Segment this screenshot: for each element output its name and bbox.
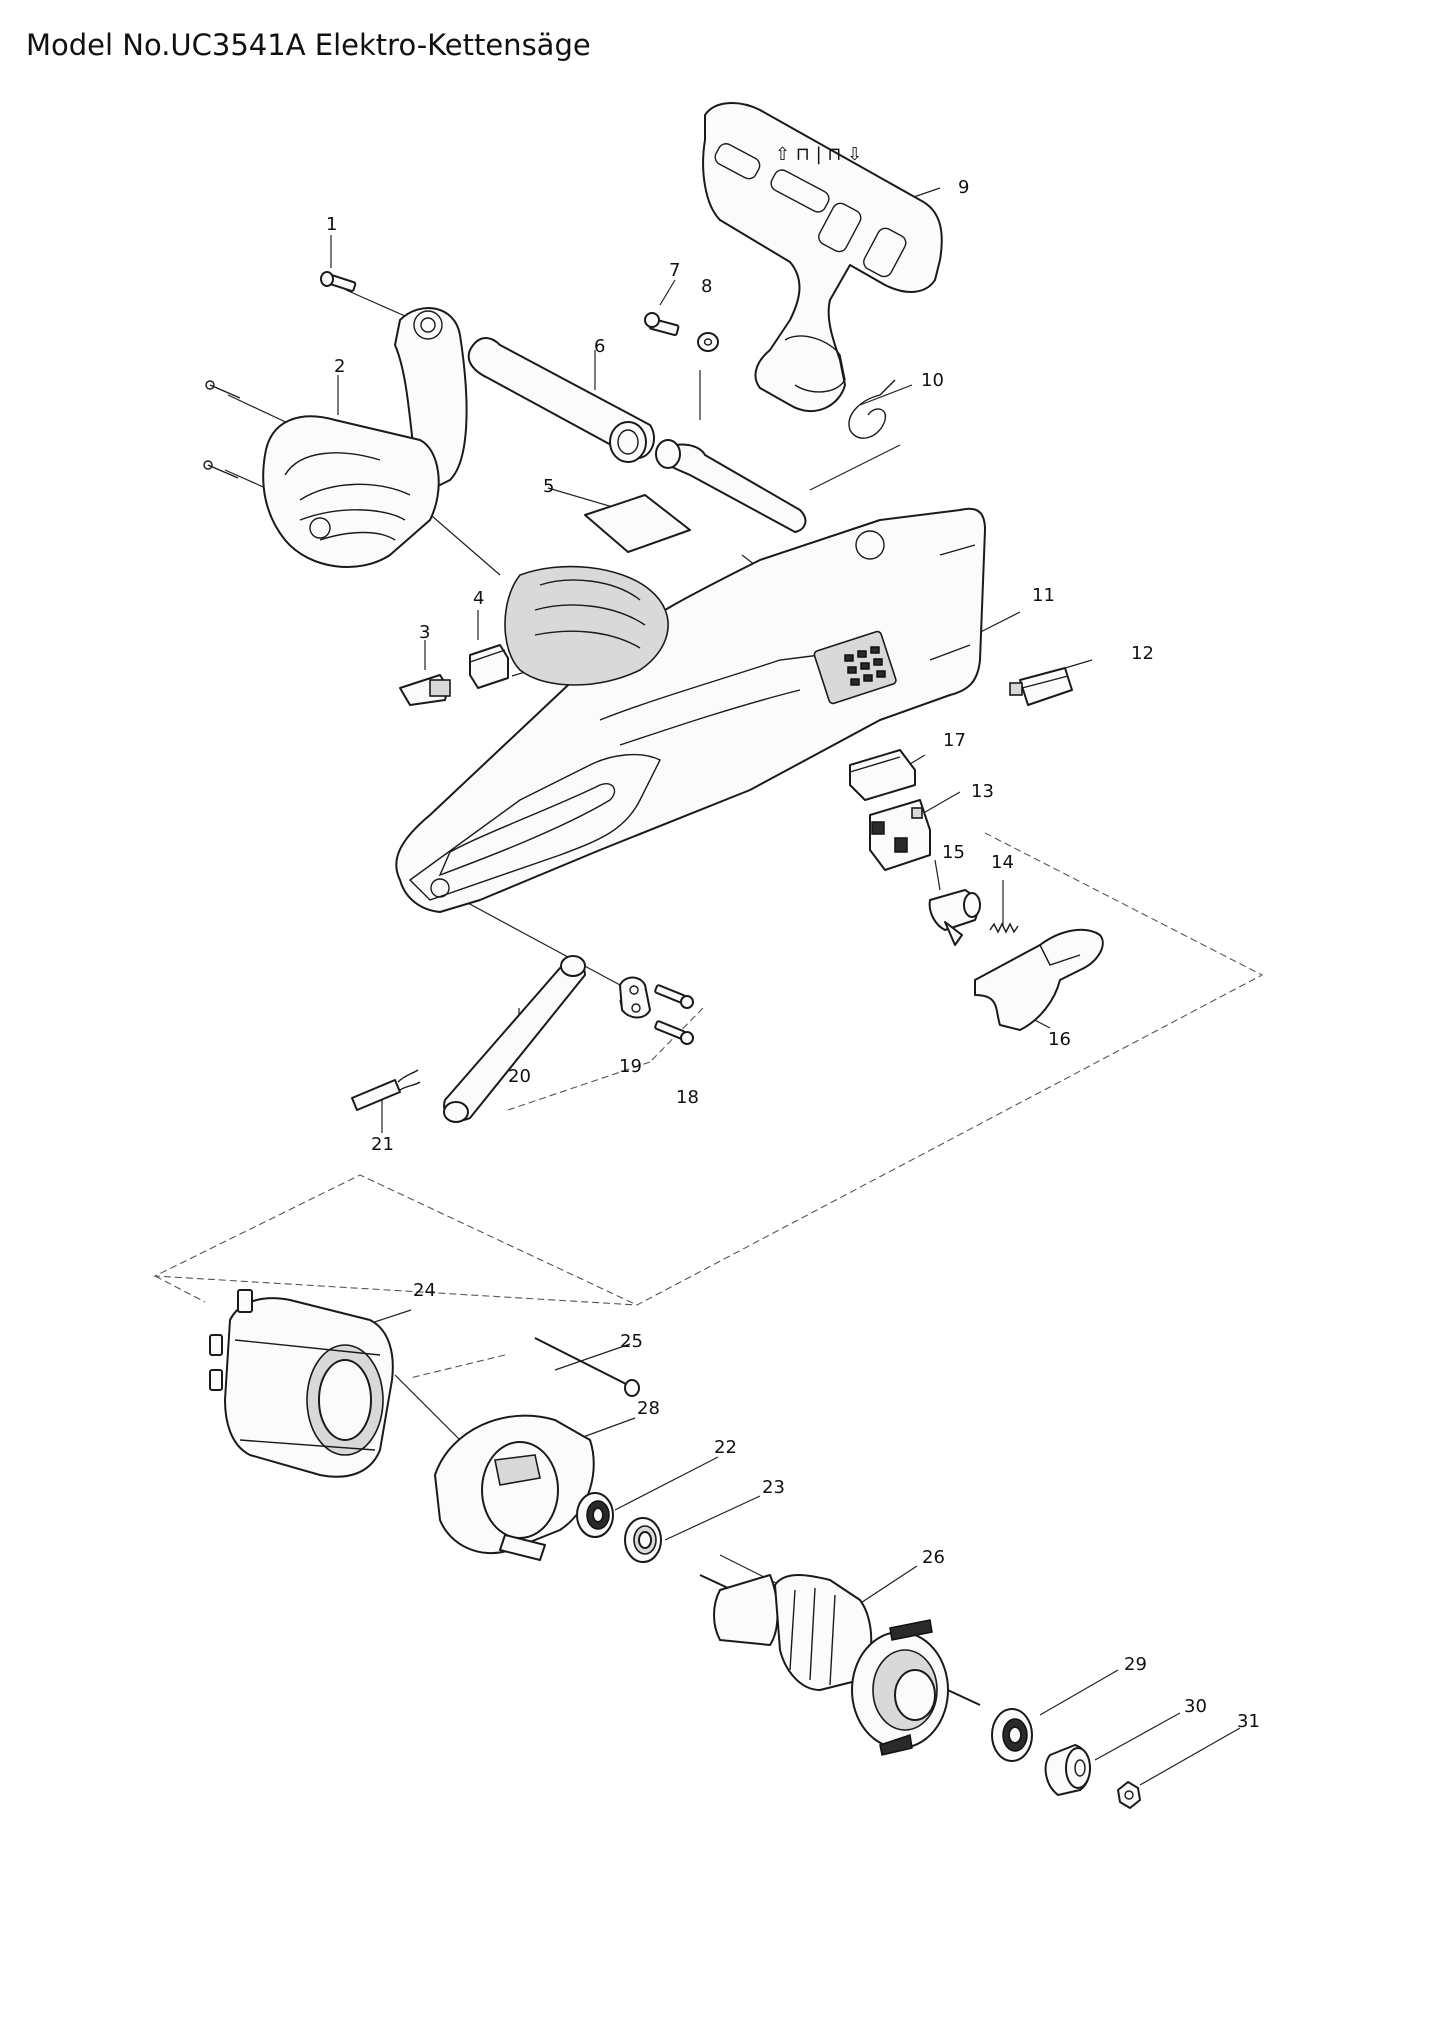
part-15-lock-button (928, 889, 981, 946)
part-number-label: 12 (1131, 643, 1154, 664)
part-number-label: 13 (971, 781, 994, 802)
part-number-label: 7 (669, 260, 680, 281)
part-7-screw (644, 312, 680, 337)
part-number-label: 6 (594, 336, 605, 357)
part-number-label: 23 (762, 1477, 785, 1498)
part-number-label: 25 (620, 1331, 643, 1352)
part-26-armature (699, 1574, 981, 1756)
part-29-ball-bearing (991, 1708, 1033, 1762)
part-11-housing (395, 439, 986, 913)
part-10-torsion-spring (848, 379, 896, 439)
part-number-label: 18 (676, 1087, 699, 1108)
part-number-label: 19 (619, 1056, 642, 1077)
part-number-label: 20 (508, 1066, 531, 1087)
part-4-carbon-brush (469, 644, 509, 689)
part-number-labels: 1 2 3 4 5 6 7 8 9 10 11 12 13 14 15 16 1… (326, 177, 1260, 1732)
part-number-label: 3 (419, 622, 430, 643)
part-5-name-plate (584, 494, 691, 553)
assembly-guide-lines (152, 832, 1264, 1379)
part-1-screw (320, 271, 357, 292)
part-6-handle-tube (467, 337, 655, 463)
part-number-label: 5 (543, 476, 554, 497)
part-number-label: 10 (921, 370, 944, 391)
part-number-label: 9 (958, 177, 969, 198)
part-16-switch-trigger (974, 928, 1104, 1031)
part-13-switch (869, 799, 931, 871)
part-8-flat-washer (697, 332, 719, 352)
part-number-label: 15 (942, 842, 965, 863)
part-number-label: 14 (991, 852, 1014, 873)
part-20-cord-guard (443, 955, 586, 1123)
part-2-motor-housing-cover (203, 307, 468, 568)
part-number-label: 22 (714, 1437, 737, 1458)
part-number-label: 4 (473, 588, 484, 609)
part-30-bearing-sleeve (1044, 1744, 1091, 1796)
part-22-ball-bearing (576, 1492, 614, 1538)
part-number-label: 2 (334, 356, 345, 377)
part-number-label: 26 (922, 1547, 945, 1568)
part-number-label: 16 (1048, 1029, 1071, 1050)
part-number-label: 31 (1237, 1711, 1260, 1732)
page-title: Model No.UC3541A Elektro-Kettensäge (26, 28, 591, 62)
part-number-label: 28 (637, 1398, 660, 1419)
part-number-label: 24 (413, 1280, 436, 1301)
part-28-baffle-plate (434, 1414, 595, 1561)
part-number-label: 29 (1124, 1654, 1147, 1675)
part-number-label: 17 (943, 730, 966, 751)
part-24-field (209, 1289, 394, 1478)
part-12-micro-switch (1009, 667, 1073, 706)
leader-lines (224, 187, 1241, 1786)
part-number-label: 8 (701, 276, 712, 297)
part-number-label: 30 (1184, 1696, 1207, 1717)
part-3-carbon-brush-holder (399, 674, 451, 706)
part-31-hex-nut (1117, 1781, 1141, 1809)
part-23-rubber-ring (624, 1517, 662, 1563)
part-number-label: 11 (1032, 585, 1055, 606)
part-19-strain-relief (619, 976, 651, 1019)
part-18-screw (654, 984, 694, 1045)
part-21-cord (351, 1069, 421, 1111)
part-9-front-handle: ⇧ ⊓ | ⊓ ⇩ (702, 102, 943, 412)
part-25-hex-bolt (534, 1337, 640, 1397)
part-number-label: 21 (371, 1134, 394, 1155)
housing-vent-grid (844, 646, 886, 686)
part-number-label: 1 (326, 214, 337, 235)
svg-text:⇧ ⊓ | ⊓ ⇩: ⇧ ⊓ | ⊓ ⇩ (775, 144, 862, 165)
part-17-noise-suppressor (849, 749, 916, 801)
part-14-compression-spring (989, 922, 1019, 934)
